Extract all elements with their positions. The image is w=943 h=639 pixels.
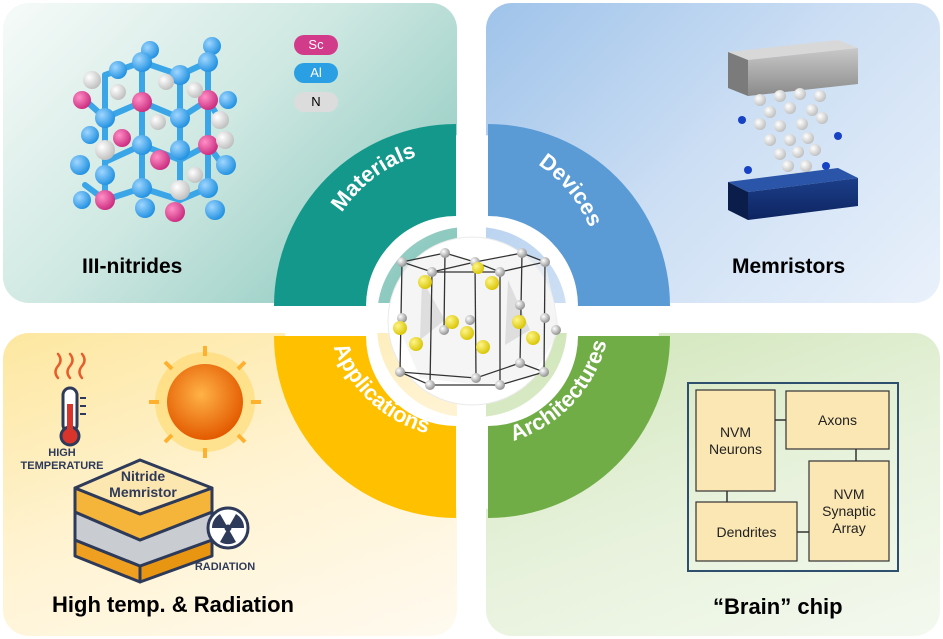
ill-nitride-lattice	[70, 37, 237, 222]
high-temp-label-1: HIGH	[48, 447, 76, 459]
ring-segment-applications	[274, 336, 456, 518]
ring-segment-materials	[274, 124, 456, 306]
ring-segment-architectures	[488, 336, 670, 518]
dendrites-label: Dendrites	[716, 524, 777, 540]
neurons-box: NVM Neurons	[696, 424, 775, 458]
chip-label-2: Memristor	[109, 484, 177, 500]
chip-label-1: Nitride	[121, 468, 166, 484]
synaptic-label-2: Synaptic	[822, 503, 876, 519]
dendrites-box: Dendrites	[696, 524, 797, 541]
memristor-illustration	[728, 40, 858, 220]
legend-sc-text: Sc	[308, 37, 324, 52]
neurons-label-1: NVM	[719, 424, 752, 440]
ring-segment-devices	[488, 124, 670, 306]
neurons-label-2: Neurons	[709, 441, 762, 457]
devices-panel-label: Memristors	[732, 255, 846, 278]
synaptic-label-1: NVM	[833, 486, 865, 502]
legend-sc: Sc	[294, 35, 338, 55]
radiation-label: RADIATION	[195, 561, 255, 573]
legend-al-text: Al	[310, 65, 322, 80]
materials-panel-label: III-nitrides	[82, 255, 183, 278]
synaptic-box: NVM Synaptic Array	[809, 486, 889, 537]
radiation-icon	[206, 506, 250, 550]
architectures-panel-label: “Brain” chip	[713, 594, 843, 619]
thermometer-icon	[59, 386, 86, 447]
high-temp-radiation-illustration	[54, 346, 261, 584]
synaptic-label-3: Array	[832, 520, 866, 536]
legend-al: Al	[294, 63, 338, 83]
nitride-memristor-chip	[73, 458, 214, 584]
axons-label: Axons	[818, 412, 857, 428]
sun-icon	[149, 346, 261, 458]
applications-panel-label: High temp. & Radiation	[52, 592, 294, 617]
brain-chip-diagram	[687, 382, 899, 572]
axons-box: Axons	[786, 412, 889, 429]
high-temp-label-2: TEMPERATURE	[21, 460, 104, 472]
legend-n-text: N	[311, 94, 321, 109]
center-crystal-cell	[393, 248, 561, 390]
legend-n: N	[294, 92, 338, 112]
